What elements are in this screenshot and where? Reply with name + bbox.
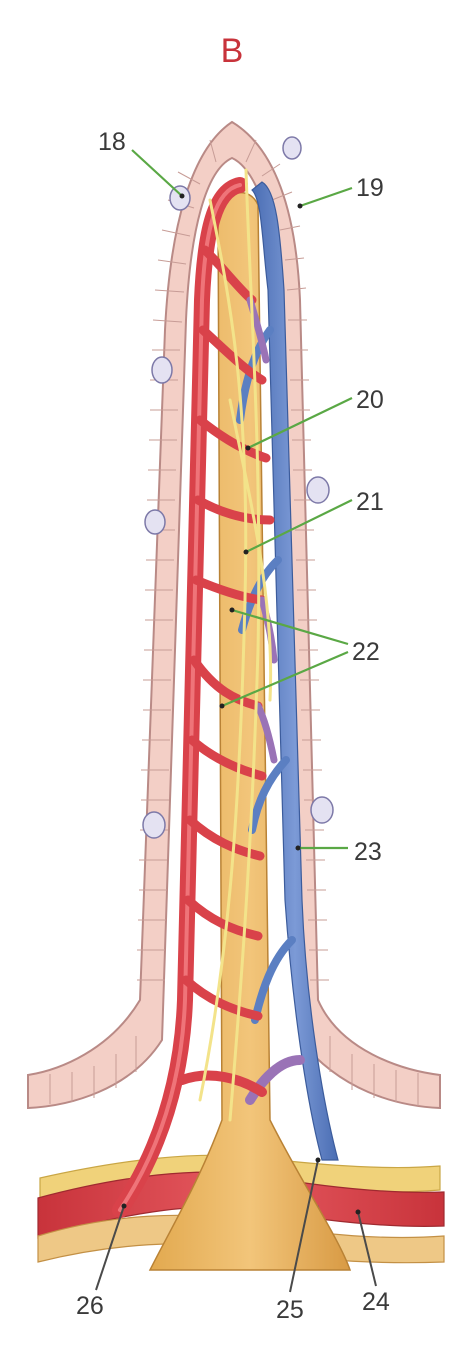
panel-title: B bbox=[221, 32, 244, 70]
label-23: 23 bbox=[354, 838, 382, 866]
label-22: 22 bbox=[352, 638, 380, 666]
label-25: 25 bbox=[276, 1296, 304, 1324]
label-24: 24 bbox=[362, 1288, 390, 1316]
label-18: 18 bbox=[98, 128, 126, 156]
label-26: 26 bbox=[76, 1292, 104, 1320]
label-21: 21 bbox=[356, 488, 384, 516]
label-20: 20 bbox=[356, 386, 384, 414]
label-19: 19 bbox=[356, 174, 384, 202]
